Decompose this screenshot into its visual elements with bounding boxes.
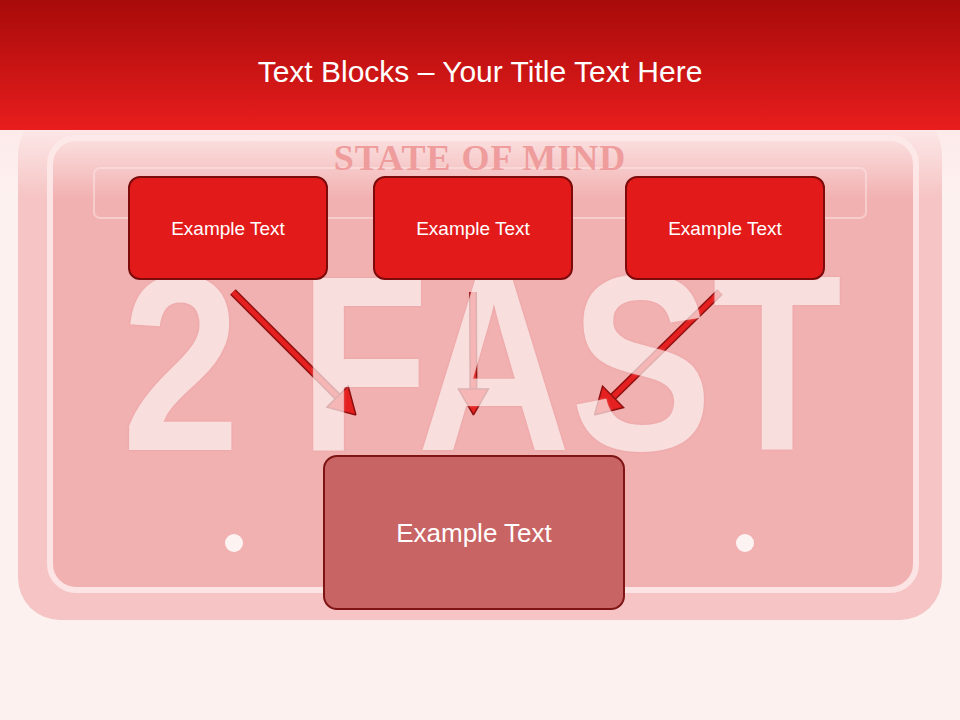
block-text: Example Text xyxy=(668,216,782,241)
block-text: Example Text xyxy=(171,216,285,241)
plate-hole xyxy=(225,534,243,552)
slide-title: Text Blocks – Your Title Text Here xyxy=(0,52,960,92)
plate-lettering: STATE OF MIND xyxy=(0,138,960,178)
block-text: Example Text xyxy=(396,516,552,550)
text-block: Example Text xyxy=(625,176,825,280)
plate-hole xyxy=(736,534,754,552)
plate-face xyxy=(50,138,916,590)
text-block: Example Text xyxy=(128,176,328,280)
header-band xyxy=(0,0,960,130)
block-text: Example Text xyxy=(416,216,530,241)
text-block: Example Text xyxy=(373,176,573,280)
plate-body xyxy=(18,112,942,620)
text-block: Example Text xyxy=(323,455,625,610)
